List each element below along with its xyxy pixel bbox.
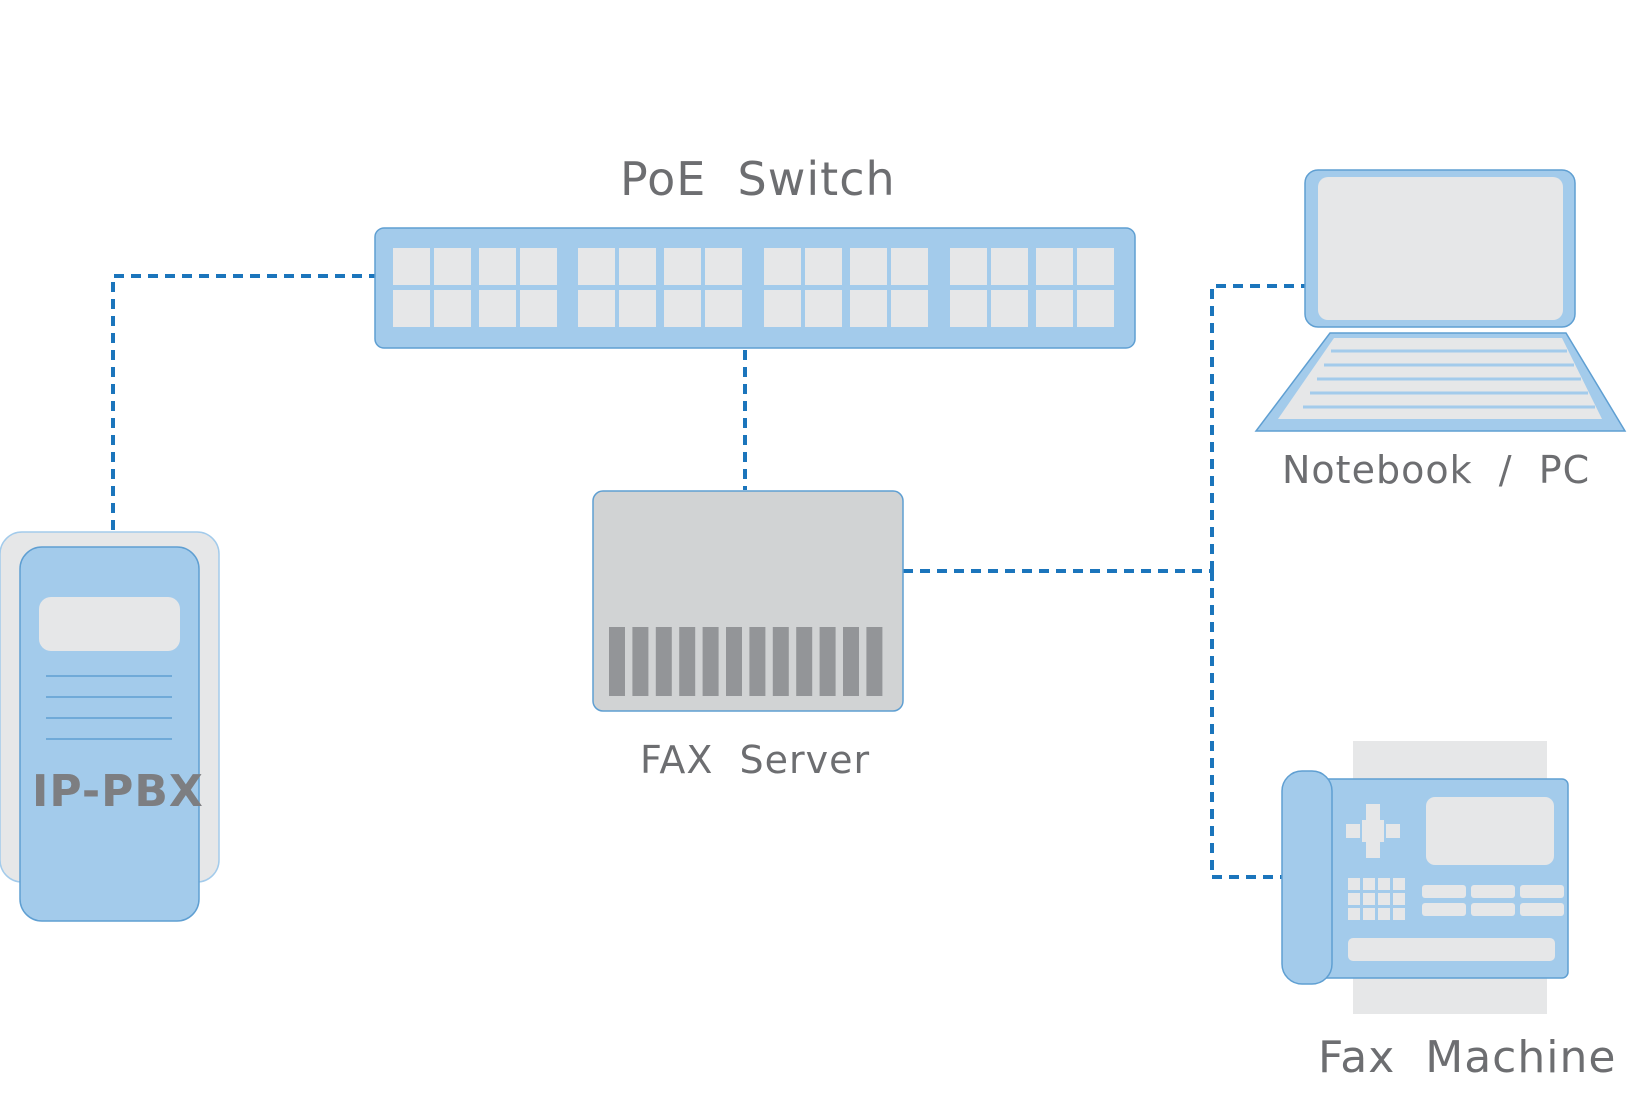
fax-machine-label: Fax Machine: [1318, 1032, 1617, 1083]
switch-port: [805, 248, 842, 285]
link-hub-fax-machine: [1210, 571, 1282, 879]
drive-bay: [866, 627, 883, 696]
drive-bay: [632, 627, 649, 696]
switch-port: [764, 248, 801, 285]
fax-key: [1393, 908, 1405, 920]
fax-server-drive-bays: [609, 627, 883, 696]
switch-port: [950, 248, 987, 285]
drive-bay: [609, 627, 625, 696]
switch-port: [991, 248, 1028, 285]
drive-bay: [796, 627, 813, 696]
switch-port: [850, 248, 887, 285]
fax-key: [1393, 893, 1405, 905]
fax-server-label: FAX Server: [640, 738, 871, 782]
pbx-display: [39, 597, 180, 651]
fax-key: [1378, 878, 1390, 890]
fax-keypad: [1348, 878, 1405, 920]
switch-body: [374, 227, 1136, 349]
switch-port: [1036, 290, 1073, 327]
switch-port: [479, 290, 516, 327]
fax-dpad: [1346, 804, 1400, 858]
pbx-vent-lines: [46, 675, 172, 740]
switch-port: [520, 248, 557, 285]
fax-server-device: [592, 490, 904, 712]
switch-port: [664, 248, 701, 285]
drive-bay: [679, 627, 696, 696]
fax-display: [1426, 797, 1554, 865]
poe-switch-label: PoE Switch: [620, 152, 896, 206]
switch-ports: [393, 248, 1114, 327]
switch-port: [393, 248, 430, 285]
switch-port: [991, 290, 1028, 327]
switch-port: [891, 248, 928, 285]
fax-machine-device: [1281, 741, 1569, 1014]
switch-port: [619, 248, 656, 285]
ip-pbx-label: IP-PBX: [32, 766, 204, 817]
fax-key: [1393, 878, 1405, 890]
laptop-key-rows: [1303, 349, 1595, 409]
drive-bay: [819, 627, 836, 696]
fax-key: [1363, 893, 1375, 905]
switch-port: [578, 248, 615, 285]
switch-port: [664, 290, 701, 327]
fax-key: [1363, 878, 1375, 890]
switch-port: [850, 290, 887, 327]
switch-port: [619, 290, 656, 327]
laptop-screen: [1318, 177, 1563, 320]
switch-port: [891, 290, 928, 327]
switch-port: [434, 248, 471, 285]
switch-port: [705, 248, 742, 285]
switch-port: [950, 290, 987, 327]
fax-key: [1348, 893, 1360, 905]
fax-key: [1348, 878, 1360, 890]
switch-port: [1077, 290, 1114, 327]
switch-port: [479, 248, 516, 285]
fax-function-keys: [1422, 885, 1564, 916]
drive-bay: [772, 627, 789, 696]
notebook-label: Notebook / PC: [1282, 448, 1591, 492]
drive-bay: [749, 627, 766, 696]
drive-bay: [655, 627, 672, 696]
switch-port: [578, 290, 615, 327]
switch-port: [764, 290, 801, 327]
drive-bay: [702, 627, 719, 696]
fax-key: [1363, 908, 1375, 920]
switch-port: [520, 290, 557, 327]
switch-port: [705, 290, 742, 327]
switch-port: [1036, 248, 1073, 285]
fax-key: [1348, 908, 1360, 920]
fax-handset: [1281, 770, 1333, 985]
switch-port: [393, 290, 430, 327]
fax-key: [1378, 908, 1390, 920]
poe-switch-device: [374, 227, 1136, 349]
fax-paper-slot: [1348, 938, 1555, 961]
switch-port: [434, 290, 471, 327]
switch-port: [805, 290, 842, 327]
drive-bay: [843, 627, 859, 696]
ip-pbx-device: [0, 531, 220, 922]
switch-port: [1077, 248, 1114, 285]
fax-key: [1378, 893, 1390, 905]
connection-links: [111, 274, 1305, 879]
link-pbx-switch: [111, 274, 375, 530]
notebook-device: [1254, 169, 1627, 432]
drive-bay: [726, 627, 742, 696]
link-hub-notebook: [1210, 284, 1305, 571]
